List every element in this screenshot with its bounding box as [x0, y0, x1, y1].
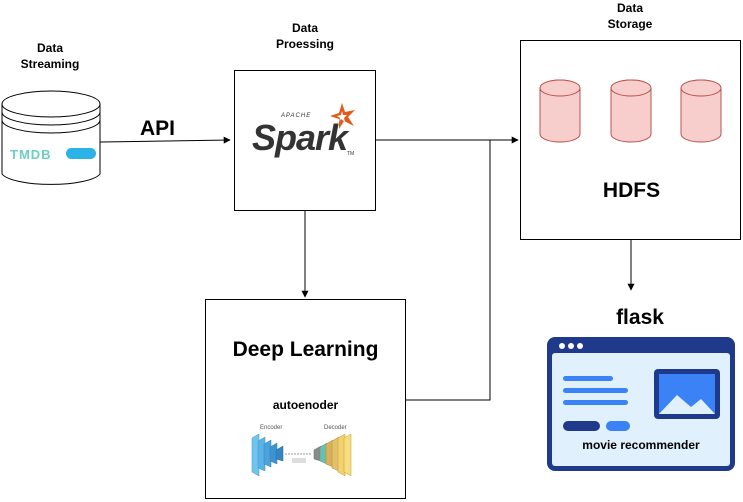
encoder-label: Encoder [260, 425, 283, 431]
processing-label: Data Proessing [275, 21, 335, 51]
deep-learning-box: Deep Learning autoenoder Encoder Decoder [205, 299, 406, 499]
disk-icon [680, 79, 722, 143]
hdfs-title: HDFS [602, 179, 661, 202]
spark-box: APACHE Spark TM [234, 70, 376, 211]
spark-logo-apache: APACHE [281, 113, 312, 119]
api-label: API [140, 117, 176, 140]
flask-caption: movie recommender [582, 438, 700, 452]
hdfs-disks [539, 79, 722, 143]
browser-window-icon [547, 337, 735, 471]
tmdb-database [1, 90, 101, 185]
tmdb-logo-pill [66, 148, 96, 159]
spark-star-icon [330, 103, 355, 129]
spark-logo-tm: TM [347, 151, 355, 157]
encoder-layers [251, 433, 284, 477]
tmdb-logo-text: TMDB [10, 147, 52, 162]
streaming-label: Data Streaming [20, 41, 80, 71]
decoder-label: Decoder [324, 425, 347, 431]
arrow-api-to-spark [99, 136, 231, 144]
autoencoder-label: autoenoder [272, 398, 339, 412]
disk-icon [539, 79, 581, 143]
hdfs-box: HDFS [520, 40, 741, 240]
deep-learning-title: Deep Learning [232, 338, 379, 361]
autoencoder-diagram [251, 433, 352, 477]
storage-label: Data Storage [607, 1, 653, 31]
spark-logo-text: Spark [252, 117, 348, 158]
disk-icon [610, 79, 652, 143]
line-deeplearning-to-hdfs [406, 140, 491, 401]
decoder-layers [313, 433, 352, 477]
flask-title: flask [616, 306, 664, 329]
